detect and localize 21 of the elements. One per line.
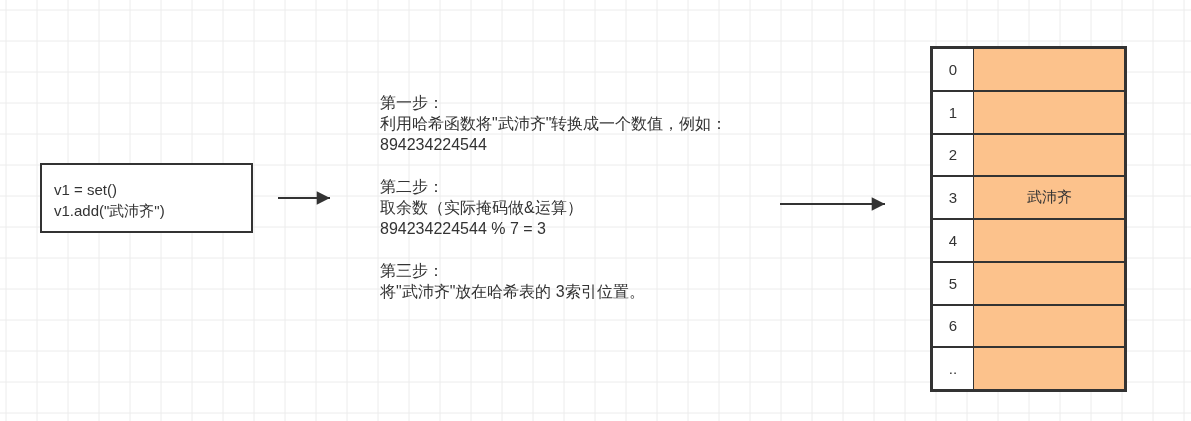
index-cell: 1 (932, 90, 974, 134)
bucket-cell: 武沛齐 (973, 176, 1125, 219)
hash-table (930, 46, 1127, 392)
index-cell: 5 (932, 261, 974, 305)
index-cell: 2 (932, 133, 974, 177)
index-cell: 0 (932, 48, 974, 91)
bucket-cell (973, 304, 1125, 348)
bucket-cell (973, 261, 1125, 305)
index-cell: .. (932, 347, 974, 390)
bucket-cell (973, 133, 1125, 177)
bucket-cell (973, 90, 1125, 134)
code-line: v1.add("武沛齐") (54, 201, 165, 221)
index-cell: 4 (932, 219, 974, 262)
bucket-cell (973, 219, 1125, 262)
code-line: v1 = set() (54, 180, 117, 200)
bucket-cell (973, 48, 1125, 91)
code-box (40, 163, 253, 233)
index-cell: 3 (932, 176, 974, 219)
index-cell: 6 (932, 304, 974, 348)
steps-text: 第一步： 利用哈希函数将"武沛齐"转换成一个数值，例如： 894234224544 第二步： 取余数（实际掩码做&运算） 894234224544 % 7 = 3 第三步： 将"武沛齐"放在哈希表的 3索引位置。 (380, 92, 790, 307)
bucket-cell (973, 347, 1125, 390)
